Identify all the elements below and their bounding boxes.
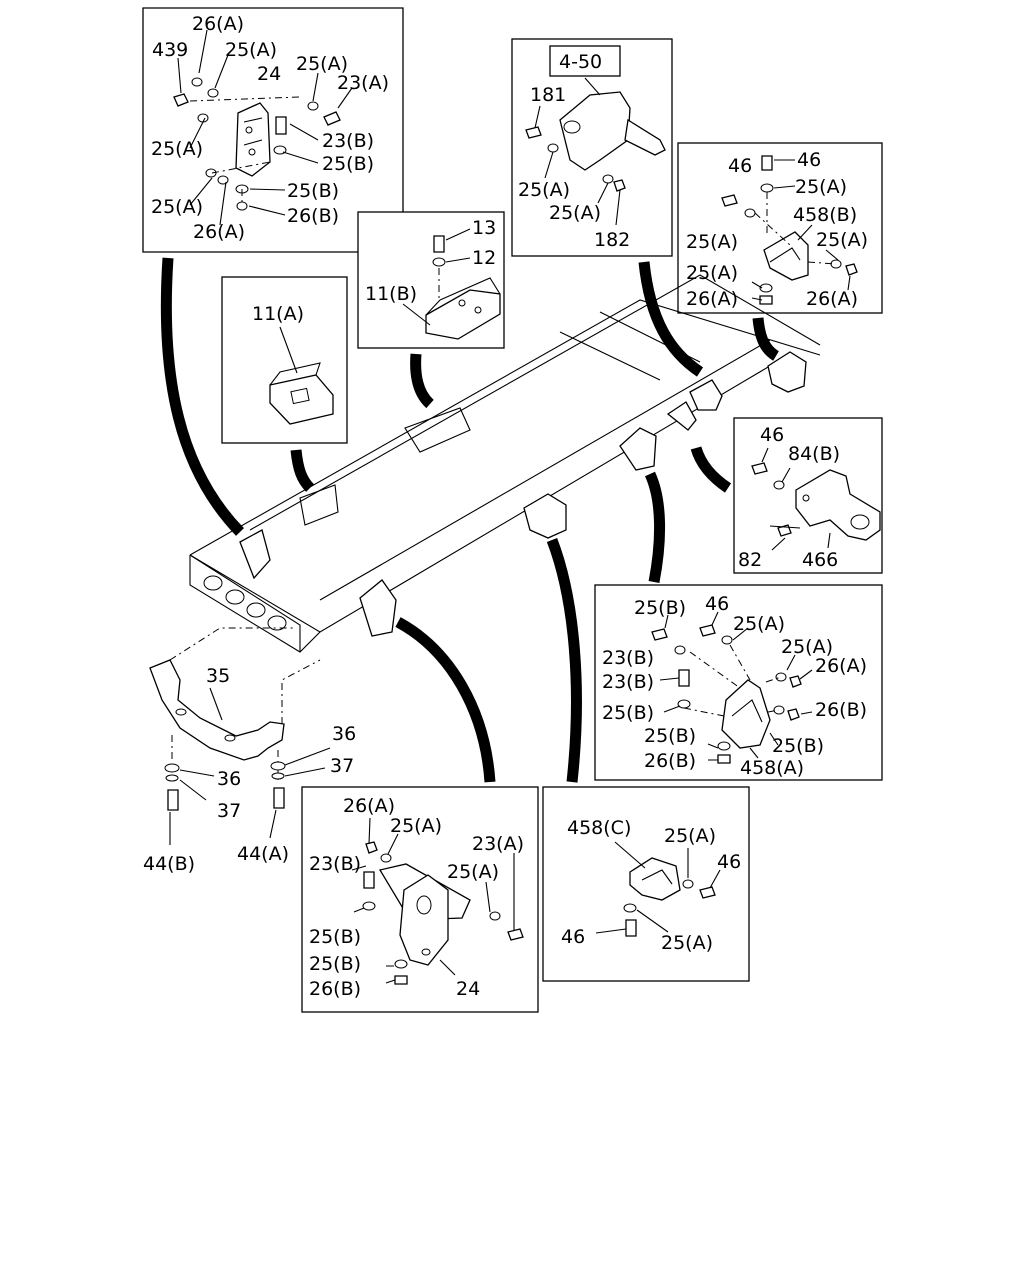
label-p1-25a-2: 25(A) (296, 53, 348, 75)
label-p9-46-right: 46 (717, 851, 741, 873)
label-p1-25a-3: 25(A) (151, 138, 203, 160)
label-p2-11b: 11(B) (365, 283, 417, 305)
label-p5-46-left: 46 (728, 155, 752, 177)
label-p7-26a: 26(A) (815, 655, 867, 677)
label-p8-26b: 26(B) (309, 978, 361, 1000)
leader-curves (160, 257, 780, 783)
label-p7-23b-2: 23(B) (602, 671, 654, 693)
bracket-24-drawing (173, 29, 353, 226)
plate-11a-drawing (269, 326, 334, 425)
label-p9-25a-1: 25(A) (664, 825, 716, 847)
label-p9-25a-2: 25(A) (661, 932, 713, 954)
label-p1-26a-bottom: 26(A) (193, 221, 245, 243)
label-main-44a: 44(A) (237, 843, 289, 865)
label-p7-26b-2: 26(B) (644, 750, 696, 772)
detail-panel-bracket-458b: 46 46 25(A) 458(B) 25(A) 25(A) 25(A) 26(… (677, 142, 883, 314)
frame-cross-member-35 (149, 627, 331, 845)
label-p2-12: 12 (472, 247, 496, 269)
label-p2-13: 13 (472, 217, 496, 239)
label-main-36-left: 36 (217, 768, 241, 790)
chassis-frame (189, 274, 821, 653)
label-main-35: 35 (206, 665, 230, 687)
hanger-4-50-drawing (525, 77, 666, 226)
label-p1-25a-1: 25(A) (225, 39, 277, 61)
label-p1-439: 439 (152, 39, 188, 61)
label-p6-84b: 84(B) (788, 443, 840, 465)
label-p7-25b-2: 25(B) (602, 702, 654, 724)
label-p5-46-top: 46 (797, 149, 821, 171)
label-p1-23b: 23(B) (322, 130, 374, 152)
label-p7-26b-1: 26(B) (815, 699, 867, 721)
label-p9-46-left: 46 (561, 926, 585, 948)
reference-box-4-50 (549, 45, 621, 77)
bracket-458b-drawing (721, 155, 858, 305)
label-main-37-right: 37 (330, 755, 354, 777)
plate-11b-drawing (402, 228, 501, 340)
label-p1-25b-2: 25(B) (287, 180, 339, 202)
label-p1-26b: 26(B) (287, 205, 339, 227)
label-p4-25a-1: 25(A) (518, 179, 570, 201)
label-p8-23b: 23(B) (309, 853, 361, 875)
detail-panel-bracket-24: 26(A) 25(A) 23(A) 23(B) 25(A) 25(B) 25(B… (301, 786, 539, 1013)
label-p8-26a: 26(A) (343, 795, 395, 817)
label-p1-25a-4: 25(A) (151, 196, 203, 218)
label-p8-24: 24 (456, 978, 480, 1000)
label-p4-181: 181 (530, 84, 566, 106)
detail-panel-plate-11b: 13 12 11(B) (357, 211, 505, 349)
label-p3-11a: 11(A) (252, 303, 304, 325)
label-main-44b: 44(B) (143, 853, 195, 875)
label-p8-25a-1: 25(A) (390, 815, 442, 837)
label-main-37-left: 37 (217, 800, 241, 822)
label-p5-458b: 458(B) (793, 204, 857, 226)
detail-panel-plate-11a: 11(A) (221, 276, 348, 444)
bracket-24-lower-drawing (351, 817, 524, 985)
label-p5-26a-1: 26(A) (686, 288, 738, 310)
label-p6-46: 46 (760, 424, 784, 446)
label-p8-25b-1: 25(B) (309, 926, 361, 948)
detail-panel-bracket-458c: 458(C) 25(A) 46 46 25(A) (542, 786, 750, 982)
detail-panel-arm-466: 46 84(B) 82 466 (733, 417, 883, 574)
label-main-36-right: 36 (332, 723, 356, 745)
label-p8-25b-2: 25(B) (309, 953, 361, 975)
bracket-458a-drawing (651, 611, 813, 764)
label-p6-466: 466 (802, 549, 838, 571)
detail-panel-hanger-4-50: 4-50 181 25(A) 25(A) 182 (511, 38, 673, 257)
label-p1-23a: 23(A) (337, 72, 389, 94)
label-p5-25a-3: 25(A) (816, 229, 868, 251)
label-p5-25a-1: 25(A) (795, 176, 847, 198)
label-p7-25a-1: 25(A) (733, 613, 785, 635)
label-p7-25b-4: 25(B) (772, 735, 824, 757)
label-p8-25a-2: 25(A) (447, 861, 499, 883)
label-p1-26a-top: 26(A) (192, 13, 244, 35)
label-p5-26a-2: 26(A) (806, 288, 858, 310)
arm-466-drawing (751, 447, 881, 551)
label-p7-458a: 458(A) (740, 757, 804, 779)
label-p6-82: 82 (738, 549, 762, 571)
detail-panel-front-bracket: 26(A) 439 25(A) 24 25(A) 23(A) 25(A) 23(… (142, 7, 404, 253)
label-p7-25b-3: 25(B) (644, 725, 696, 747)
label-p4-182: 182 (594, 229, 630, 251)
label-p7-46: 46 (705, 593, 729, 615)
label-p5-25a-4: 25(A) (686, 262, 738, 284)
label-p5-25a-2: 25(A) (686, 231, 738, 253)
label-p7-23b-1: 23(B) (602, 647, 654, 669)
label-p1-25b-1: 25(B) (322, 153, 374, 175)
label-p4-4-50: 4-50 (559, 51, 602, 73)
label-p7-25a-2: 25(A) (781, 636, 833, 658)
detail-panel-bracket-458a: 25(B) 46 25(A) 25(A) 23(B) 26(A) 23(B) 2… (594, 584, 883, 781)
bracket-458c-drawing (595, 841, 721, 937)
label-p4-25a-2: 25(A) (549, 202, 601, 224)
label-p1-24: 24 (257, 63, 281, 85)
label-p7-25b-1: 25(B) (634, 597, 686, 619)
label-p8-23a: 23(A) (472, 833, 524, 855)
label-p9-458c: 458(C) (567, 817, 631, 839)
